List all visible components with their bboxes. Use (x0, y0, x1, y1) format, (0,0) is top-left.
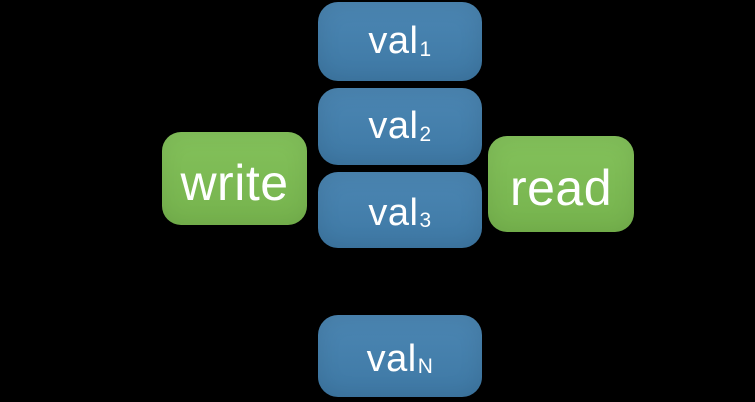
read-operation-node: read (488, 136, 634, 232)
value-subscript-text: 2 (419, 122, 432, 146)
value-base-text: val (368, 105, 419, 147)
write-operation-node: write (162, 132, 307, 225)
value-base-text: val (366, 337, 417, 380)
queue-item-val2: val2 (318, 88, 482, 165)
queue-item-val3: val3 (318, 172, 482, 248)
queue-item-valN: valN (318, 315, 482, 397)
queue-item-label: val1 (368, 20, 431, 63)
queue-item-val1: val1 (318, 2, 482, 81)
write-label: write (180, 154, 289, 211)
value-subscript-text: 3 (419, 209, 432, 232)
value-subscript-text: N (417, 355, 434, 378)
queue-item-label: val2 (368, 105, 431, 148)
queue-item-label: val3 (368, 192, 431, 235)
read-label: read (509, 160, 613, 216)
value-base-text: val (368, 20, 419, 62)
value-base-text: val (368, 191, 419, 234)
value-subscript-text: 1 (419, 37, 432, 61)
queue-item-label: valN (367, 338, 434, 381)
